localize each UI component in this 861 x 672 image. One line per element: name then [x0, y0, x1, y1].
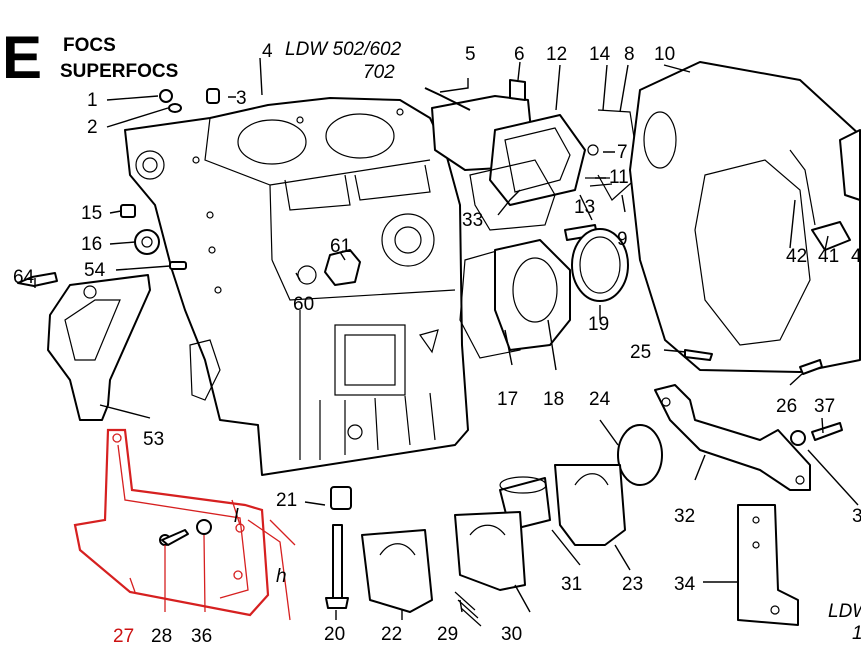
callout-41: 41	[818, 246, 839, 267]
bracket-53	[47, 274, 151, 421]
callout-32: 32	[674, 506, 695, 527]
callout-24: 24	[589, 389, 611, 410]
callout-11: 11	[609, 167, 629, 188]
callout-20: 20	[324, 624, 345, 645]
callout-2: 2	[87, 117, 98, 138]
dimension-l: l	[234, 506, 239, 527]
callout-4: 4	[262, 41, 273, 62]
callout-60: 60	[293, 294, 314, 315]
callout-15: 15	[81, 203, 102, 224]
callout-26: 26	[776, 396, 797, 417]
model-line-2: 702	[363, 62, 395, 83]
section-letter: E	[2, 24, 42, 91]
callout-33: 33	[462, 210, 483, 231]
bearing-parts	[325, 424, 799, 627]
support-32	[654, 359, 843, 491]
callout-10: 10	[654, 44, 675, 65]
callout-42: 42	[786, 246, 807, 267]
callout-54: 54	[84, 260, 106, 281]
callout-18: 18	[543, 389, 564, 410]
callout-53: 53	[143, 429, 164, 450]
model-line-1: LDW 502/602	[285, 39, 402, 60]
dimension-h: h	[276, 566, 287, 587]
callout-61: 61	[330, 236, 351, 257]
callout-17: 17	[497, 389, 518, 410]
bracket-27-highlight	[73, 428, 296, 621]
callout-1: 1	[87, 90, 98, 111]
callout-6: 6	[514, 44, 525, 65]
callout-34: 34	[674, 574, 696, 595]
callout-36: 36	[191, 626, 212, 647]
callout-37: 37	[814, 396, 835, 417]
model-edge-label-2: 1	[852, 623, 861, 644]
callout-numbers: 1 2 3 4 5 6 7 8 9 10 11 12 13 14 15 16 1…	[13, 41, 861, 647]
crankcase-drawing	[124, 97, 469, 476]
callout-9: 9	[617, 229, 628, 250]
callout-8: 8	[624, 44, 635, 65]
callout-25: 25	[630, 342, 651, 363]
callout-64: 64	[13, 267, 35, 288]
callout-3: 3	[236, 88, 247, 109]
callout-edge-3: 3	[852, 506, 861, 527]
leader-lines	[34, 57, 859, 620]
callout-21: 21	[276, 490, 297, 511]
header-line-1: FOCS	[63, 35, 116, 56]
header: E FOCS SUPERFOCS LDW 502/602 702 LDW 1	[2, 24, 861, 644]
callout-27: 27	[113, 626, 134, 647]
callout-edge-4: 4	[851, 246, 861, 267]
header-line-2: SUPERFOCS	[60, 61, 178, 82]
callout-12: 12	[546, 44, 567, 65]
callout-16: 16	[81, 234, 102, 255]
callout-29: 29	[437, 624, 458, 645]
callout-19: 19	[588, 314, 609, 335]
flange-plate-10	[629, 61, 861, 373]
callout-23: 23	[622, 574, 643, 595]
rear-covers	[459, 228, 713, 361]
cylinder-head-cover	[424, 79, 641, 241]
callout-13: 13	[574, 197, 595, 218]
callout-22: 22	[381, 624, 402, 645]
callout-5: 5	[465, 44, 476, 65]
callout-28: 28	[151, 626, 172, 647]
callout-14: 14	[589, 44, 611, 65]
callout-31: 31	[561, 574, 582, 595]
model-edge-label: LDW	[828, 601, 861, 622]
dimension-marks: l h	[234, 506, 287, 587]
callout-30: 30	[501, 624, 522, 645]
callout-7: 7	[617, 142, 628, 163]
